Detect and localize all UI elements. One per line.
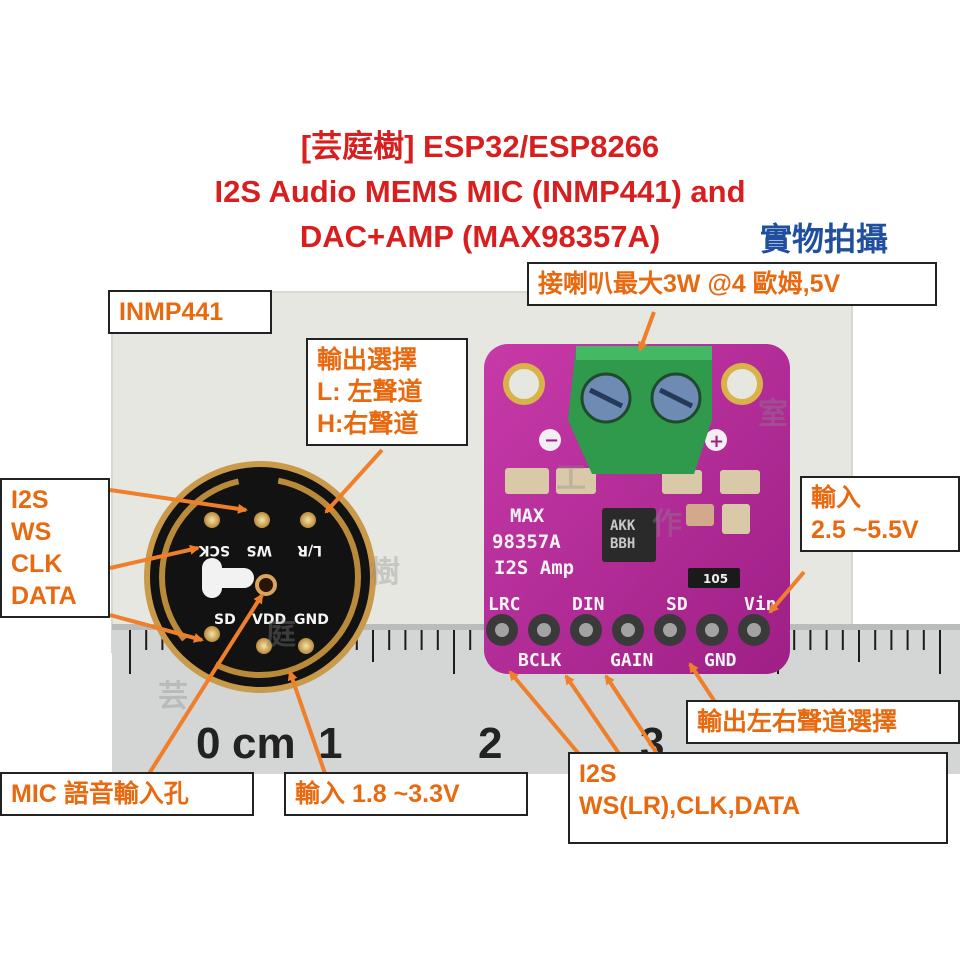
- amp-header-pins: [486, 614, 770, 646]
- ruler-unit: cm: [232, 719, 296, 768]
- title-line-2: I2S Audio MEMS MIC (INMP441) and: [214, 174, 746, 209]
- i2s-amp-line1: I2S: [579, 760, 617, 788]
- vin-amp-line2: 2.5 ~5.5V: [811, 516, 919, 544]
- channel-select-line3: H:右聲道: [317, 410, 419, 438]
- amp-silk-gnd: GND: [704, 650, 737, 671]
- label-speaker: 接喇叭最大3W @4 歐姆,5V: [527, 262, 937, 306]
- label-vin-amp: 輸入 2.5 ~5.5V: [800, 476, 960, 552]
- i2s-mic-line2: WS: [11, 518, 52, 546]
- watermark-char-6: 室: [758, 397, 788, 432]
- mic-pin-label-vdd: VDD: [252, 612, 286, 628]
- watermark-char-5: 作: [652, 507, 682, 542]
- mic-pin-label-sd: SD: [214, 612, 236, 628]
- label-inmp441: INMP441: [108, 290, 272, 334]
- channel-select-line1: 輸出選擇: [317, 346, 418, 374]
- amp-silk-vin: Vin: [744, 594, 777, 615]
- amp-silk-din: DIN: [572, 594, 605, 615]
- ruler-number-0: 0: [196, 719, 220, 768]
- label-lr-select: 輸出左右聲道選擇: [686, 700, 960, 744]
- amp-silk-name1: MAX: [510, 505, 545, 527]
- label-channel-select: 輸出選擇 L: 左聲道 H:右聲道: [306, 338, 468, 446]
- i2s-mic-line4: DATA: [11, 582, 77, 610]
- i2s-mic-line1: I2S: [11, 486, 49, 514]
- title-line-1: [芸庭樹] ESP32/ESP8266: [300, 129, 660, 164]
- vin-amp-line1: 輸入: [811, 484, 862, 512]
- i2s-amp-line2: WS(LR),CLK,DATA: [579, 792, 801, 820]
- svg-text:+: +: [709, 431, 724, 452]
- amp-chip-line2: BBH: [610, 536, 635, 552]
- screw-terminal: [568, 346, 712, 474]
- amp-silk-name2: 98357A: [492, 531, 561, 553]
- amp-chip: [602, 508, 656, 562]
- svg-text:−: −: [544, 430, 559, 451]
- label-i2s-amp: I2S WS(LR),CLK,DATA: [568, 752, 948, 844]
- photo-tag: 實物拍攝: [760, 220, 889, 258]
- channel-select-line2: L: 左聲道: [317, 378, 423, 406]
- mic-sound-hole: [255, 574, 277, 596]
- watermark-char-4: 工: [556, 461, 586, 496]
- i2s-mic-line3: CLK: [11, 550, 63, 578]
- watermark-char-2: 庭: [266, 617, 296, 652]
- label-vin-mic: 輸入 1.8 ~3.3V: [284, 772, 528, 816]
- mic-pin-label-ws: WS: [246, 542, 272, 558]
- amp-silk-sd: SD: [666, 594, 688, 615]
- amp-resistor-code: 105: [703, 572, 728, 586]
- ruler-number-2: 2: [478, 719, 502, 768]
- label-i2s-mic: I2S WS CLK DATA: [0, 478, 110, 618]
- amp-silk-name3: I2S Amp: [494, 557, 574, 579]
- watermark: 芸 庭 樹 工 作 室: [158, 397, 788, 714]
- mic-pin-label-lr: L/R: [297, 542, 322, 558]
- mic-pin-label-sck: SCK: [198, 542, 230, 558]
- amp-silk-bclk: BCLK: [518, 650, 562, 671]
- watermark-char-1: 芸: [158, 679, 188, 714]
- callout-arrows: [109, 311, 806, 790]
- title-line-3: DAC+AMP (MAX98357A): [299, 219, 661, 254]
- amp-silk-lrc: LRC: [488, 594, 521, 615]
- amp-silk-gain: GAIN: [610, 650, 653, 671]
- max98357a-board: − + 105 AKK BBH MAX 98357A I2S Amp LRC D…: [484, 344, 790, 674]
- mic-pin-label-gnd: GND: [294, 612, 329, 628]
- label-mic-hole: MIC 語音輸入孔: [0, 772, 254, 816]
- amp-chip-line1: AKK: [610, 518, 636, 534]
- watermark-char-3: 樹: [370, 555, 400, 590]
